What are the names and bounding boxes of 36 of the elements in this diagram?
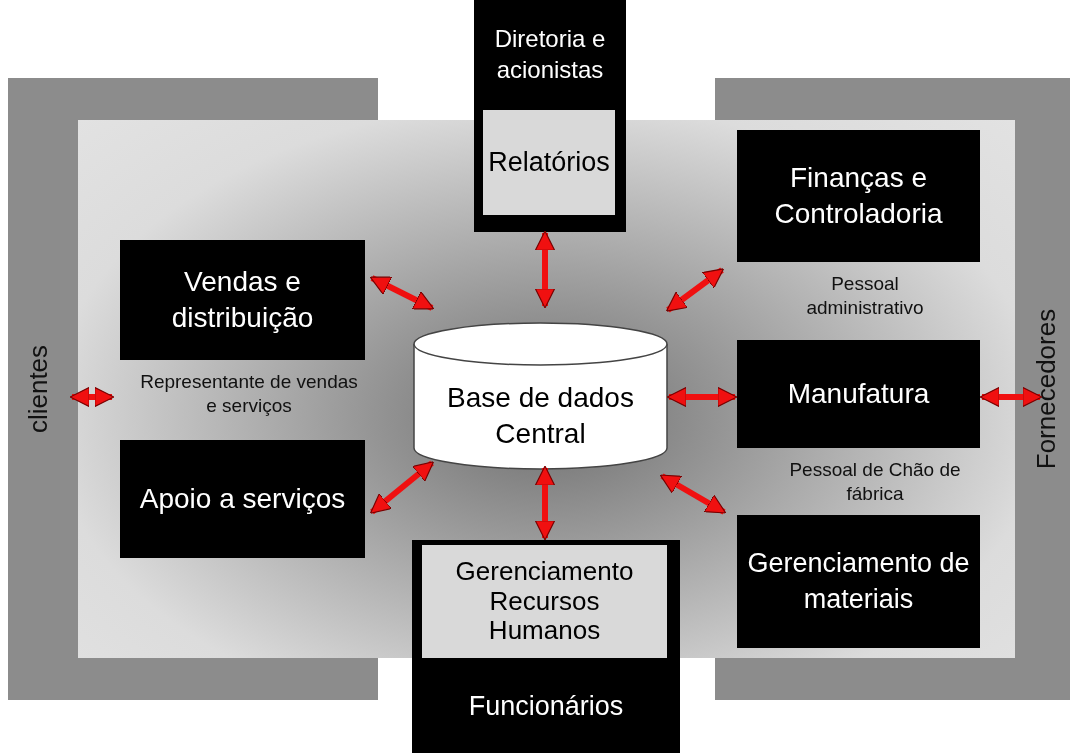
box-label: Base de dados Central	[446, 380, 635, 451]
note-text: Pessoal de Chão de fábrica	[788, 458, 962, 506]
double-arrow	[659, 473, 727, 515]
inner-box	[483, 110, 615, 215]
box-label: Diretoria e acionistas	[493, 23, 607, 85]
module-box	[474, 0, 626, 232]
box-label: Relatórios	[487, 145, 611, 179]
double-arrow	[666, 386, 738, 408]
database-cylinder	[413, 322, 668, 470]
side-panel	[8, 78, 78, 700]
box-label: Finanças e Controladoria	[773, 160, 944, 231]
module-box	[120, 240, 365, 360]
box-label: Gerenciamento de materiais	[747, 547, 970, 616]
double-arrow	[979, 386, 1043, 408]
double-arrow	[69, 386, 115, 408]
double-arrow	[665, 267, 725, 313]
module-box	[737, 515, 980, 648]
module-box	[412, 540, 680, 753]
side-label: clientes	[22, 343, 55, 436]
box-label: Vendas e distribuição	[170, 264, 315, 335]
box-label: Gerenciamento Recursos Humanos	[454, 554, 635, 648]
side-label: Fornecedores	[1030, 307, 1063, 472]
note-text: Pessoal administrativo	[805, 272, 925, 320]
module-box	[737, 130, 980, 262]
module-box	[737, 340, 980, 448]
box-label: Apoio a serviços	[138, 481, 347, 516]
inner-box	[422, 545, 667, 658]
double-arrow	[369, 460, 435, 515]
module-box	[120, 440, 365, 558]
double-arrow	[369, 275, 435, 311]
double-arrow	[534, 230, 556, 309]
note-text: Representante de vendas e serviços	[139, 370, 359, 418]
box-label: Funcionários	[467, 689, 625, 723]
double-arrow	[534, 465, 556, 541]
side-panel	[1015, 78, 1070, 700]
box-label: Manufatura	[786, 376, 931, 411]
